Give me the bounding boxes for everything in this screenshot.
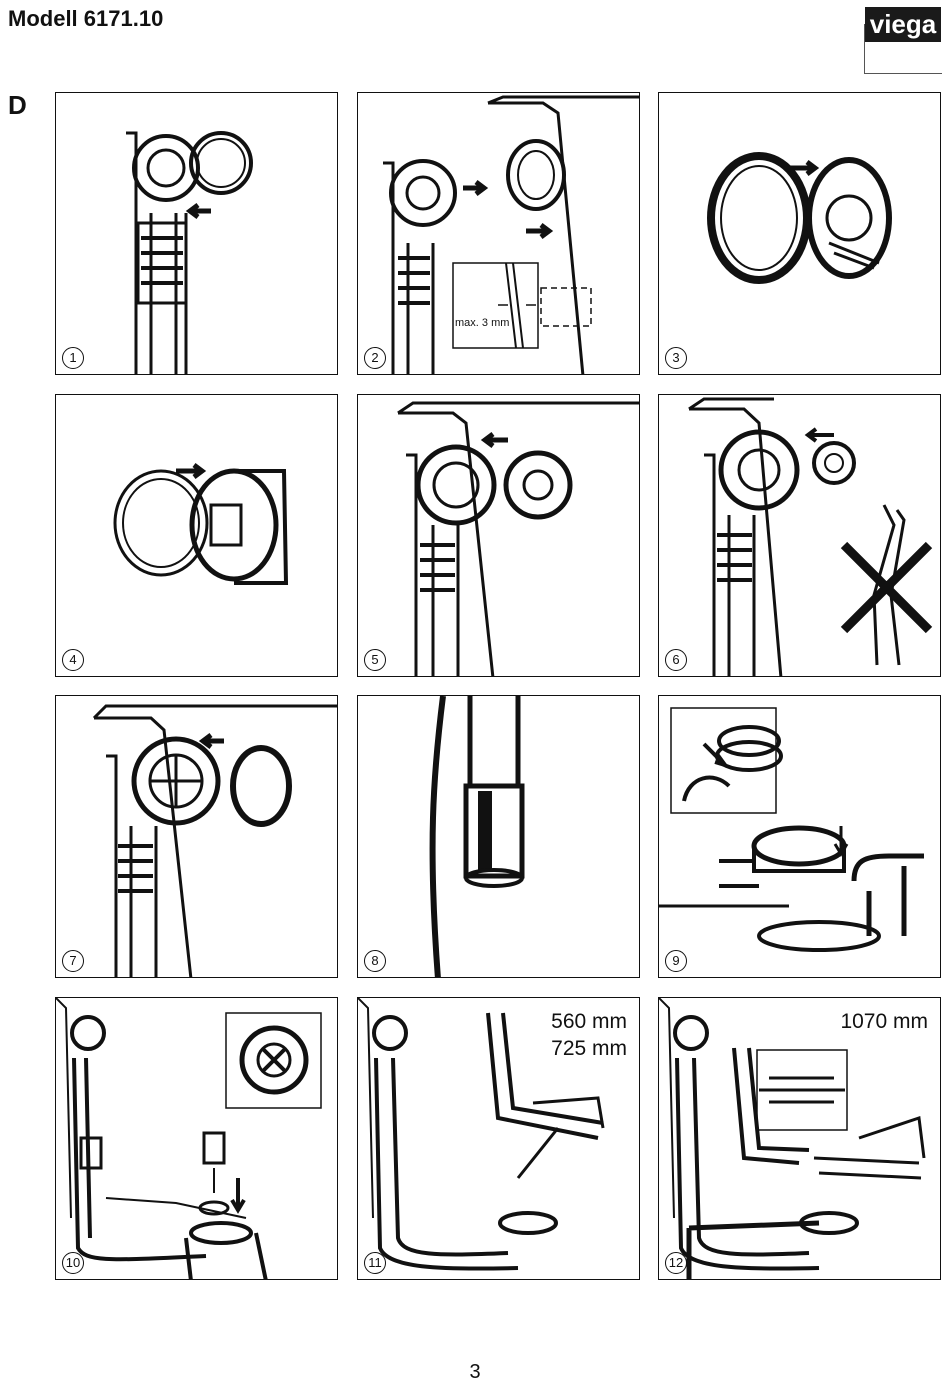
step-number: 7: [62, 950, 84, 972]
logo-frame: [864, 24, 942, 74]
step-number: 6: [665, 649, 687, 671]
measure-560: 560 mm: [551, 1010, 627, 1033]
step-8-illustration: [429, 696, 525, 977]
step-2-panel: max. 3 mm 2: [357, 92, 640, 375]
measure-1070: 1070 mm: [840, 1010, 928, 1033]
step-1-panel: 1: [55, 92, 338, 375]
step-11-panel: 560 mm 725 mm 11: [357, 997, 640, 1280]
step-11-illustration: [358, 998, 605, 1271]
max-3mm-label: max. 3 mm: [455, 317, 509, 329]
step-number: 5: [364, 649, 386, 671]
step-7-panel: 7: [55, 695, 338, 978]
step-number: 11: [364, 1252, 386, 1274]
step-9-panel: 9: [658, 695, 941, 978]
step-number: 9: [665, 950, 687, 972]
section-label: D: [8, 90, 27, 120]
step-number: 3: [665, 347, 687, 369]
step-3-illustration: [707, 152, 892, 284]
viega-logo: viega: [865, 7, 941, 42]
step-4-panel: 4: [55, 394, 338, 677]
length-measures: 560 mm 725 mm: [551, 1008, 627, 1062]
step-1-illustration: [126, 131, 253, 374]
step-4-illustration: [113, 463, 289, 585]
step-7-illustration: [92, 704, 337, 977]
model-title: Modell 6171.10: [8, 6, 164, 31]
step-8-panel: 8: [357, 695, 640, 978]
measure-725: 725 mm: [551, 1037, 627, 1060]
step-2-illustration: max. 3 mm: [383, 95, 639, 374]
step-number: 2: [364, 347, 386, 369]
step-3-panel: 3: [658, 92, 941, 375]
step-10-illustration: [56, 998, 322, 1279]
step-number: 8: [364, 950, 386, 972]
step-number: 12: [665, 1252, 687, 1274]
step-12-illustration: [659, 998, 926, 1279]
step-5-illustration: [397, 401, 639, 676]
step-number: 1: [62, 347, 84, 369]
length-measures: 1070 mm: [840, 1008, 928, 1035]
step-number: 4: [62, 649, 84, 671]
step-6-panel: 6: [658, 394, 941, 677]
step-9-illustration: [659, 707, 924, 952]
step-number: 10: [62, 1252, 84, 1274]
page-number: 3: [469, 1361, 481, 1383]
step-12-panel: 1070 mm 12: [658, 997, 941, 1280]
step-6-illustration: [688, 397, 933, 676]
step-5-panel: 5: [357, 394, 640, 677]
step-10-panel: 10: [55, 997, 338, 1280]
